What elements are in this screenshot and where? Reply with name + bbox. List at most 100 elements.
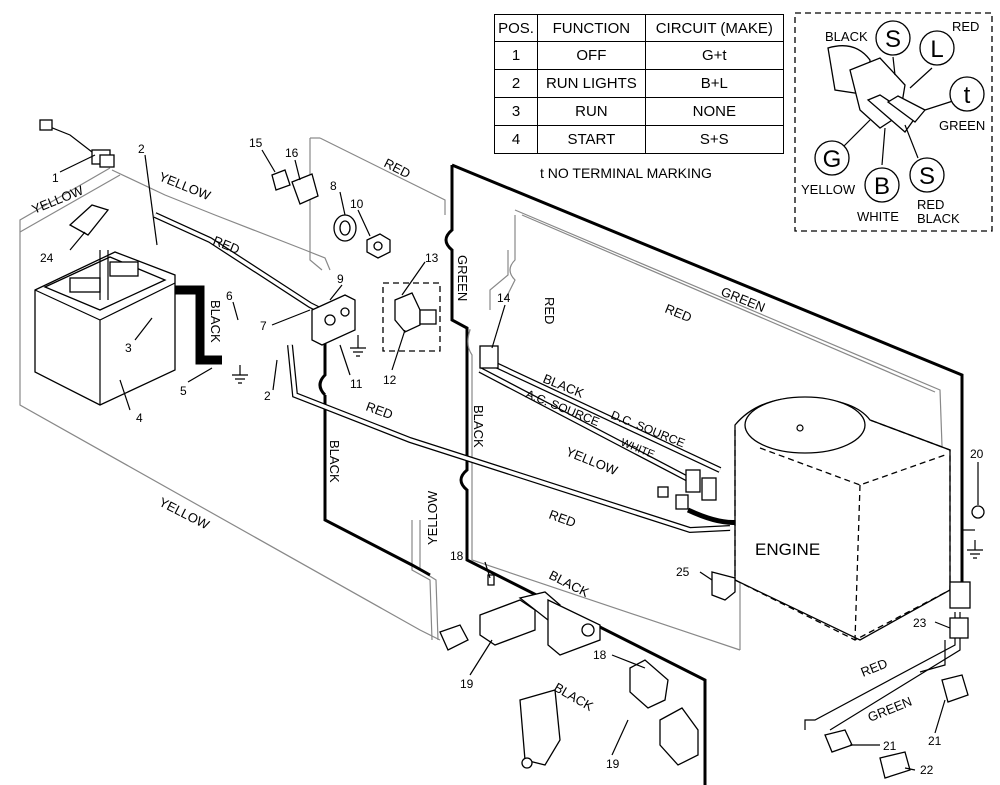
yellow-label-5: YELLOW <box>564 444 621 478</box>
cell-circuit: S+S <box>644 125 785 154</box>
callout-12: 12 <box>383 373 397 387</box>
terminal-t: t <box>964 82 971 109</box>
black-frame <box>318 163 964 785</box>
inset-white-label: WHITE <box>857 209 899 224</box>
callout-3: 3 <box>125 341 132 355</box>
inset-red-black-label-2: BLACK <box>917 211 960 226</box>
battery-strap <box>68 204 110 236</box>
red-label-3: RED <box>542 297 557 324</box>
connector-1 <box>39 119 115 168</box>
table-row: 3 RUN NONE <box>493 97 785 126</box>
callout-23: 23 <box>913 616 927 630</box>
cell-pos: 3 <box>493 97 539 126</box>
red-label-6: RED <box>547 507 578 530</box>
cell-circuit: G+t <box>644 41 785 70</box>
terminal-b: B <box>874 173 890 200</box>
switch-wire-labels: BLACK RED GREEN YELLOW WHITE RED BLACK <box>801 19 985 226</box>
header-circuit: CIRCUIT (MAKE) <box>644 14 785 42</box>
ignition-switch-box <box>382 282 441 352</box>
inset-red-label: RED <box>952 19 979 34</box>
callout-leaders <box>59 149 979 771</box>
black-label-5: BLACK <box>547 567 592 600</box>
cell-function: RUN LIGHTS <box>537 69 646 98</box>
spark-plug-parts <box>824 674 969 779</box>
cell-pos: 2 <box>493 69 539 98</box>
callout-11: 11 <box>350 377 363 391</box>
callout-13: 13 <box>425 251 439 265</box>
black-label-2: BLACK <box>327 440 342 483</box>
yellow-label-2: YELLOW <box>157 169 214 203</box>
red-label-4: RED <box>663 301 694 325</box>
inset-red-black-label-1: RED <box>917 197 944 212</box>
callout-19b: 19 <box>606 757 620 771</box>
callout-21b: 21 <box>928 734 942 748</box>
table-header-row: POS. FUNCTION CIRCUIT (MAKE) <box>493 14 785 42</box>
green-label-1: GREEN <box>455 255 470 301</box>
terminal-s2: S <box>919 163 935 190</box>
terminal-s1: S <box>885 26 901 53</box>
table-row: 1 OFF G+t <box>493 41 785 70</box>
engine <box>734 396 951 641</box>
callout-5: 5 <box>180 384 187 398</box>
callout-8: 8 <box>330 179 337 193</box>
terminal-note: t NO TERMINAL MARKING <box>540 165 712 181</box>
connector-14 <box>479 345 499 369</box>
header-pos: POS. <box>493 14 539 42</box>
ignition-switch-inset <box>794 12 993 232</box>
callout-25: 25 <box>676 565 690 579</box>
part-25 <box>711 571 736 601</box>
callout-10: 10 <box>350 197 364 211</box>
engine-label: ENGINE <box>755 540 820 559</box>
callout-1: 1 <box>52 171 59 185</box>
cell-function: OFF <box>537 41 646 70</box>
switch-terminals: S L t G B S <box>823 26 971 200</box>
ground-symbols <box>232 335 983 559</box>
green-label-3: GREEN <box>866 694 914 725</box>
inset-black-label: BLACK <box>825 29 868 44</box>
callout-numbers: 1 2 2 3 4 5 6 7 8 9 10 11 12 13 14 15 16… <box>40 136 984 777</box>
table-row: 4 START S+S <box>493 125 785 154</box>
cell-function: START <box>537 125 646 154</box>
cell-circuit: NONE <box>644 97 785 126</box>
callout-24: 24 <box>40 251 54 265</box>
black-label-1: BLACK <box>208 300 223 343</box>
cell-pos: 1 <box>493 41 539 70</box>
callout-19a: 19 <box>460 677 474 691</box>
yellow-label-1: YELLOW <box>30 182 87 216</box>
cell-pos: 4 <box>493 125 539 154</box>
callout-2a: 2 <box>138 142 145 156</box>
cell-function: RUN <box>537 97 646 126</box>
yellow-label-4: YELLOW <box>425 490 440 545</box>
terminal-l: L <box>930 36 943 63</box>
callout-16: 16 <box>285 146 299 160</box>
callout-4: 4 <box>136 411 143 425</box>
inset-yellow-label: YELLOW <box>801 182 856 197</box>
solenoid <box>311 294 356 346</box>
callout-18b: 18 <box>593 648 607 662</box>
callout-7: 7 <box>260 319 267 333</box>
callout-15: 15 <box>249 136 263 150</box>
safety-switch-lower <box>519 659 699 769</box>
engine-connectors <box>657 469 717 510</box>
cell-circuit: B+L <box>644 69 785 98</box>
callout-18a: 18 <box>450 549 464 563</box>
red-label-7: RED <box>859 656 890 680</box>
black-label-3: BLACK <box>471 405 486 448</box>
callout-9: 9 <box>337 272 344 286</box>
battery <box>34 250 176 406</box>
seat-switch-assembly <box>439 574 601 656</box>
callout-14: 14 <box>497 291 511 305</box>
callout-2b: 2 <box>264 389 271 403</box>
callout-22: 22 <box>920 763 934 777</box>
terminal-g: G <box>823 146 842 173</box>
header-function: FUNCTION <box>537 14 646 42</box>
yellow-label-3: YELLOW <box>157 494 213 532</box>
small-parts <box>271 169 391 259</box>
callout-6: 6 <box>226 289 233 303</box>
inset-green-label: GREEN <box>939 118 985 133</box>
red-label-5: RED <box>364 399 395 422</box>
parts-20-23 <box>949 505 985 639</box>
red-label-2: RED <box>382 155 413 181</box>
battery-cables <box>153 212 741 534</box>
